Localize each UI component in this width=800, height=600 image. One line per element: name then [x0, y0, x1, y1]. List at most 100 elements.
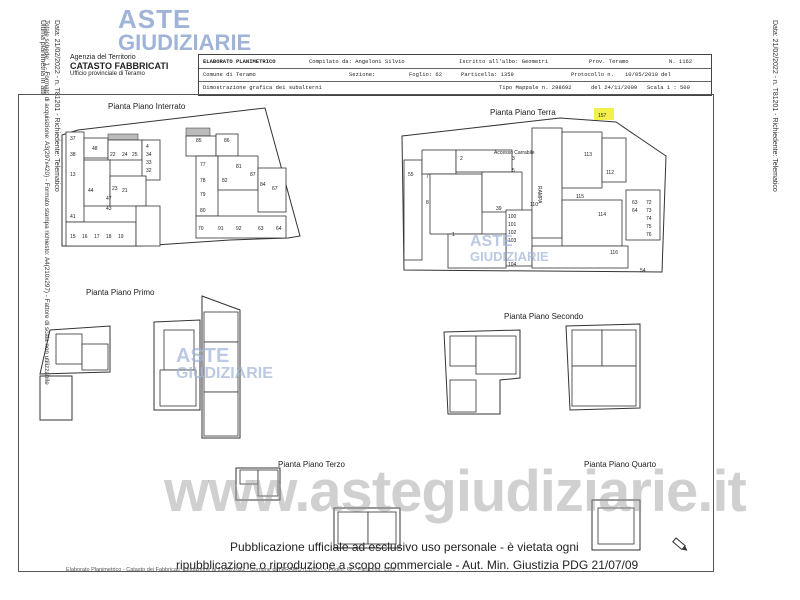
room-number: 67 [272, 186, 278, 192]
agency-line2: CATASTO FABBRICATI [70, 61, 169, 71]
drawing-frame [18, 94, 714, 572]
agency-block: Agenzia del Territorio CATASTO FABBRICAT… [70, 54, 196, 77]
plan-title-interrato: Pianta Piano Interrato [108, 102, 186, 111]
plan-title-quarto: Pianta Piano Quarto [584, 460, 657, 469]
watermark-top-line1: ASTE [118, 4, 192, 34]
plan-title-primo: Pianta Piano Primo [86, 288, 155, 297]
room-number: 114 [598, 212, 606, 218]
room-number: 101 [508, 222, 517, 228]
room-number: 41 [70, 214, 76, 220]
room-number: 8 [426, 200, 429, 206]
room-number: 34 [146, 152, 152, 158]
room-number: 72 [646, 200, 652, 206]
register: Iscritto all'albo: Geometri [459, 58, 549, 65]
footer-text: Elaborato Planimetrico - Catasto dei Fab… [66, 567, 401, 573]
room-number: 79 [200, 192, 206, 198]
room-number: 63 [632, 200, 638, 206]
room-number: 19 [118, 234, 124, 240]
province: Prov. Teramo [589, 58, 629, 65]
room-number: 33 [146, 160, 152, 166]
terra-numbers: 55 7 3 2 5 8 1 39 110 100 101 102 103 10… [408, 152, 652, 274]
terra-marker [594, 108, 614, 120]
room-number: 1 [452, 232, 455, 238]
protocollo: Protocollo n. [571, 71, 614, 78]
room-number: 17 [94, 234, 100, 240]
watermark-top-line2: GIUDIZIARIE [118, 30, 252, 55]
secondo-rooms [443, 323, 641, 415]
room-number: 70 [198, 226, 204, 232]
interrato-block-b [185, 127, 287, 239]
room-number: 87 [250, 172, 256, 178]
room-number: 73 [646, 208, 652, 214]
room-number: 38 [70, 152, 76, 158]
room-number: 55 [408, 172, 414, 178]
room-number: 47 [106, 196, 112, 202]
room-number: 85 [196, 138, 202, 144]
watermark-mid-primo: ASTE GIUDIZIARIE [176, 346, 273, 382]
doc-type: ELABORATO PLANIMETRICO [203, 58, 276, 65]
room-number: 4 [146, 144, 149, 150]
room-number: 21 [122, 188, 128, 194]
foglio: Foglio: 62 [409, 71, 443, 78]
compiled-by: Compilato da: Angeloni Silvio [309, 58, 405, 65]
terra-marker-label: 157 [598, 113, 607, 119]
room-number: 113 [584, 152, 592, 158]
room-number: 84 [260, 182, 266, 188]
room-number: 48 [92, 146, 98, 152]
room-number: 115 [576, 194, 584, 200]
room-number: 44 [88, 188, 94, 194]
room-number: 110 [530, 202, 538, 208]
interrato-b-numbers: 85 86 77 78 79 80 82 81 84 87 67 70 91 9… [196, 138, 282, 232]
number: N. 1162 [669, 58, 693, 65]
room-number: 16 [82, 234, 88, 240]
room-number: 104 [508, 262, 517, 268]
terra-rampa-label: RAMPA [536, 186, 542, 204]
room-number: 54 [640, 268, 646, 274]
protocol-date: 10/05/2010 [625, 71, 659, 78]
room-number: 91 [218, 226, 224, 232]
watermark-big: www.astegiudiziarie.it [164, 459, 747, 524]
header-row-3: Dimostrazione grafica dei subalterni Tip… [199, 81, 711, 94]
room-number: 39 [496, 206, 502, 212]
room-number: 112 [606, 170, 614, 176]
tipo-mappale: Tipo Mappale n. 298692 [499, 84, 572, 91]
tipo-date: del 24/11/2009 [591, 84, 638, 91]
room-number: 64 [276, 226, 282, 232]
room-number: 63 [258, 226, 264, 232]
room-number: 103 [508, 238, 517, 244]
terra-rooms [403, 127, 661, 269]
room-number: 23 [112, 186, 118, 192]
room-number: 3 [512, 156, 515, 162]
room-number: 43 [106, 206, 112, 212]
header-row-1: ELABORATO PLANIMETRICO Compilato da: Ang… [199, 55, 711, 69]
room-number: 77 [200, 162, 206, 168]
room-number: 74 [646, 216, 652, 222]
pen-icon [672, 537, 688, 551]
watermark-mid-primo-line1: ASTE [176, 345, 230, 367]
particella: Particella: 1359 [461, 71, 514, 78]
terra-accesso-label: Accesso Carrabile [494, 150, 535, 156]
dimostrazione: Dimostrazione grafica dei subalterni [203, 84, 322, 91]
header-row-2: Comune di Teramo Sezione: Foglio: 62 Par… [199, 68, 711, 82]
room-number: 13 [70, 172, 76, 178]
room-number: 76 [646, 232, 652, 238]
room-number: 92 [236, 226, 242, 232]
room-number: 37 [70, 136, 76, 142]
agency-line3: Ufficio provinciale di Teramo [70, 71, 145, 77]
room-number: 32 [146, 168, 152, 174]
del: del [661, 71, 671, 78]
notice-line2: ripubblicazione o riproduzione a scopo c… [176, 558, 639, 572]
plan-title-terra: Pianta Piano Terra [490, 108, 556, 117]
room-number: 2 [460, 156, 463, 162]
watermark-mid-primo-line2: GIUDIZIARIE [176, 365, 273, 382]
room-number: 82 [222, 178, 228, 184]
watermark-mid-terra: ASTE GIUDIZIARIE [470, 234, 549, 264]
room-number: 102 [508, 230, 517, 236]
notice-line1: Pubblicazione ufficiale ad esclusivo uso… [230, 540, 579, 554]
plan-title-terzo: Pianta Piano Terzo [278, 460, 346, 469]
room-number: 75 [646, 224, 652, 230]
quarto-rooms [591, 499, 641, 551]
room-number: 18 [106, 234, 112, 240]
primo-rooms [39, 295, 241, 439]
